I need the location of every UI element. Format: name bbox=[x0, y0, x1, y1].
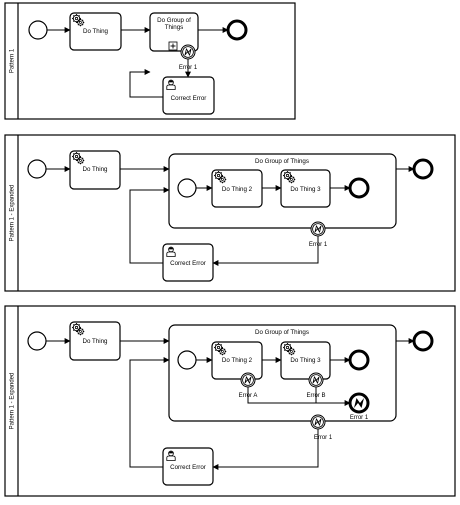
task-do-thing-3[interactable]: Do Thing 3 bbox=[280, 341, 331, 380]
pool-label: Pattern 1 bbox=[10, 48, 16, 73]
boundary-error-icon[interactable] bbox=[181, 45, 195, 59]
inner-end-event[interactable] bbox=[348, 177, 370, 199]
task-label: Do Thing bbox=[83, 28, 109, 35]
start-event[interactable] bbox=[27, 331, 47, 351]
task-label: Do Thing bbox=[83, 338, 109, 345]
lightning-icon bbox=[354, 398, 364, 408]
task-correct-error[interactable]: Correct Error bbox=[162, 243, 214, 282]
task-label: Correct Error bbox=[170, 260, 206, 267]
task-do-thing-2[interactable]: Do Thing 2 bbox=[211, 169, 263, 208]
pool-pattern-1-expanded: Pattern 1 - Expanded Do Thing Do Group o… bbox=[4, 134, 456, 292]
inner-start-event[interactable] bbox=[177, 350, 197, 370]
task-do-thing[interactable]: Do Thing bbox=[69, 321, 121, 361]
pool-label: Pattern 1 - Expanded bbox=[10, 185, 16, 242]
subprocess-title: Do Group of Things bbox=[255, 158, 309, 165]
plus-marker-icon bbox=[168, 41, 178, 51]
subprocess-title: Do Group of Things bbox=[255, 329, 309, 336]
task-do-thing-2[interactable]: Do Thing 2 bbox=[211, 341, 263, 380]
inner-end-event[interactable] bbox=[348, 349, 370, 371]
end-event[interactable] bbox=[226, 19, 248, 41]
task-label: Do Thing 2 bbox=[222, 357, 253, 364]
task-label: Do Thing 2 bbox=[222, 186, 253, 193]
start-event[interactable] bbox=[27, 159, 47, 179]
task-do-thing-3[interactable]: Do Thing 3 bbox=[280, 169, 331, 208]
error-end-event[interactable] bbox=[348, 392, 370, 414]
task-correct-error[interactable]: Correct Error bbox=[162, 76, 215, 115]
task-label: Do Thing bbox=[83, 166, 109, 173]
task-label: Correct Error bbox=[171, 95, 207, 102]
end-event[interactable] bbox=[412, 330, 434, 352]
task-do-thing[interactable]: Do Thing bbox=[69, 12, 122, 51]
boundary-error-icon[interactable] bbox=[311, 222, 325, 236]
task-label: Do Thing 3 bbox=[290, 186, 321, 193]
boundary-error-b-icon[interactable] bbox=[309, 373, 323, 387]
boundary-error-a-icon[interactable] bbox=[241, 373, 255, 387]
boundary-error-icon[interactable] bbox=[311, 415, 325, 429]
end-event[interactable] bbox=[412, 158, 434, 180]
start-event[interactable] bbox=[28, 20, 48, 40]
pool-label: Pattern 1 - Expanded bbox=[10, 373, 16, 430]
inner-start-event[interactable] bbox=[177, 178, 197, 198]
task-label: Do Thing 3 bbox=[290, 357, 321, 364]
task-correct-error[interactable]: Correct Error bbox=[162, 447, 214, 486]
pool-pattern-1-expanded-errors: Pattern 1 - Expanded Do Thing Do Group o… bbox=[4, 305, 456, 497]
task-do-thing[interactable]: Do Thing bbox=[69, 150, 121, 190]
error-end-label: Error 1 bbox=[350, 415, 369, 421]
task-label: Correct Error bbox=[170, 464, 206, 471]
error-label: Error 1 bbox=[314, 435, 333, 441]
